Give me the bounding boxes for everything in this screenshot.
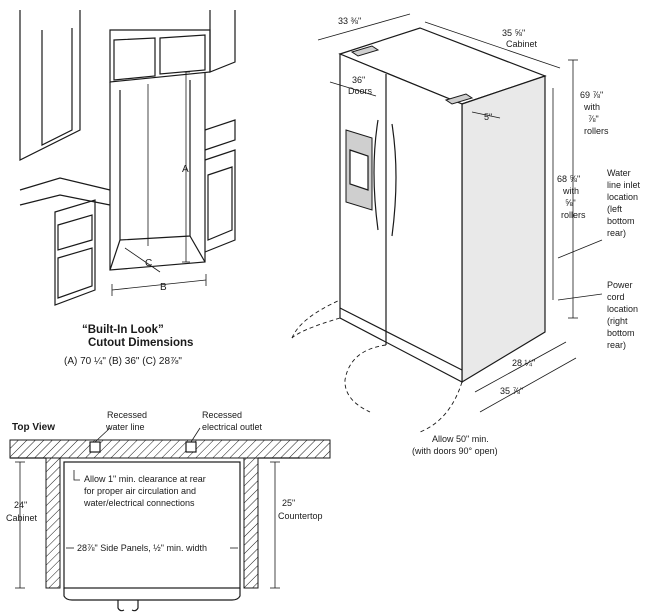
height-line: with: [583, 102, 600, 112]
power-cord-text: rear): [607, 340, 626, 350]
height-with-small-rollers-label: 68 ⅝" with ⅝" rollers: [557, 174, 586, 220]
height-line: ⅞": [588, 114, 599, 124]
door-clearance-line2: (with doors 90° open): [412, 446, 498, 456]
power-cord-location-label: Power cord location (right bottom rear): [607, 280, 638, 350]
countertop-depth-label: Countertop: [278, 511, 323, 521]
refrigerator-drawing: [291, 13, 603, 433]
water-line-text: bottom: [607, 216, 635, 226]
recessed-water-line2: water line: [105, 422, 145, 432]
top-view-title: Top View: [12, 422, 55, 433]
builtin-values: (A) 70 ¼" (B) 36" (C) 28⅞": [64, 355, 182, 367]
fridge-doors-label: Doors: [348, 86, 373, 96]
recessed-outlet-line1: Recessed: [202, 410, 242, 420]
water-line-text: rear): [607, 228, 626, 238]
height-line: rollers: [561, 210, 586, 220]
fridge-width-top: 33 ⅜": [338, 16, 361, 26]
side-panels-note: 28⅞" Side Panels, ½" min. width: [77, 543, 207, 553]
builtin-cutout-drawing: [19, 10, 236, 306]
door-clearance-line1: Allow 50" min.: [432, 434, 489, 444]
water-line-text: line inlet: [607, 180, 641, 190]
recessed-water-line1: Recessed: [107, 410, 147, 420]
height-line: ⅝": [565, 198, 576, 208]
height-line: with: [562, 186, 579, 196]
height-with-rollers-label: 69 ⅞" with ⅞" rollers: [580, 90, 609, 136]
top-view-drawing: [9, 427, 331, 612]
height-line: rollers: [584, 126, 609, 136]
rear-note-line2: for proper air circulation and: [84, 486, 196, 496]
recessed-outlet-line2: electrical outlet: [202, 422, 263, 432]
builtin-title-line1: “Built-In Look”: [82, 324, 164, 336]
fridge-cabinet-label: Cabinet: [506, 39, 538, 49]
fridge-depth-total: 35 ⅞": [500, 386, 523, 396]
water-line-text: Water: [607, 168, 631, 178]
dim-label-c: C: [145, 258, 152, 269]
countertop-depth-value: 25": [282, 498, 295, 508]
cabinet-depth-value: 24": [14, 500, 27, 510]
fridge-doors-width: 36": [352, 75, 365, 85]
fridge-cabinet-width: 35 ⅝": [502, 28, 525, 38]
water-line-location-label: Water line inlet location (left bottom r…: [607, 168, 641, 238]
cabinet-depth-label: Cabinet: [6, 513, 38, 523]
power-cord-text: location: [607, 304, 638, 314]
power-cord-text: Power: [607, 280, 633, 290]
dim-label-b: B: [160, 282, 167, 293]
height-line: 68 ⅝": [557, 174, 580, 184]
power-cord-text: (right: [607, 316, 628, 326]
water-line-text: (left: [607, 204, 623, 214]
fridge-depth-cabinet: 28 ¼": [512, 358, 535, 368]
fridge-hinge-clearance: 5": [484, 112, 492, 122]
dim-label-a: A: [182, 164, 189, 175]
height-line: 69 ⅞": [580, 90, 603, 100]
rear-note-line3: water/electrical connections: [83, 498, 195, 508]
builtin-title-line2: Cutout Dimensions: [88, 337, 193, 349]
power-cord-text: bottom: [607, 328, 635, 338]
rear-note-line1: Allow 1" min. clearance at rear: [84, 474, 206, 484]
water-line-text: location: [607, 192, 638, 202]
power-cord-text: cord: [607, 292, 625, 302]
